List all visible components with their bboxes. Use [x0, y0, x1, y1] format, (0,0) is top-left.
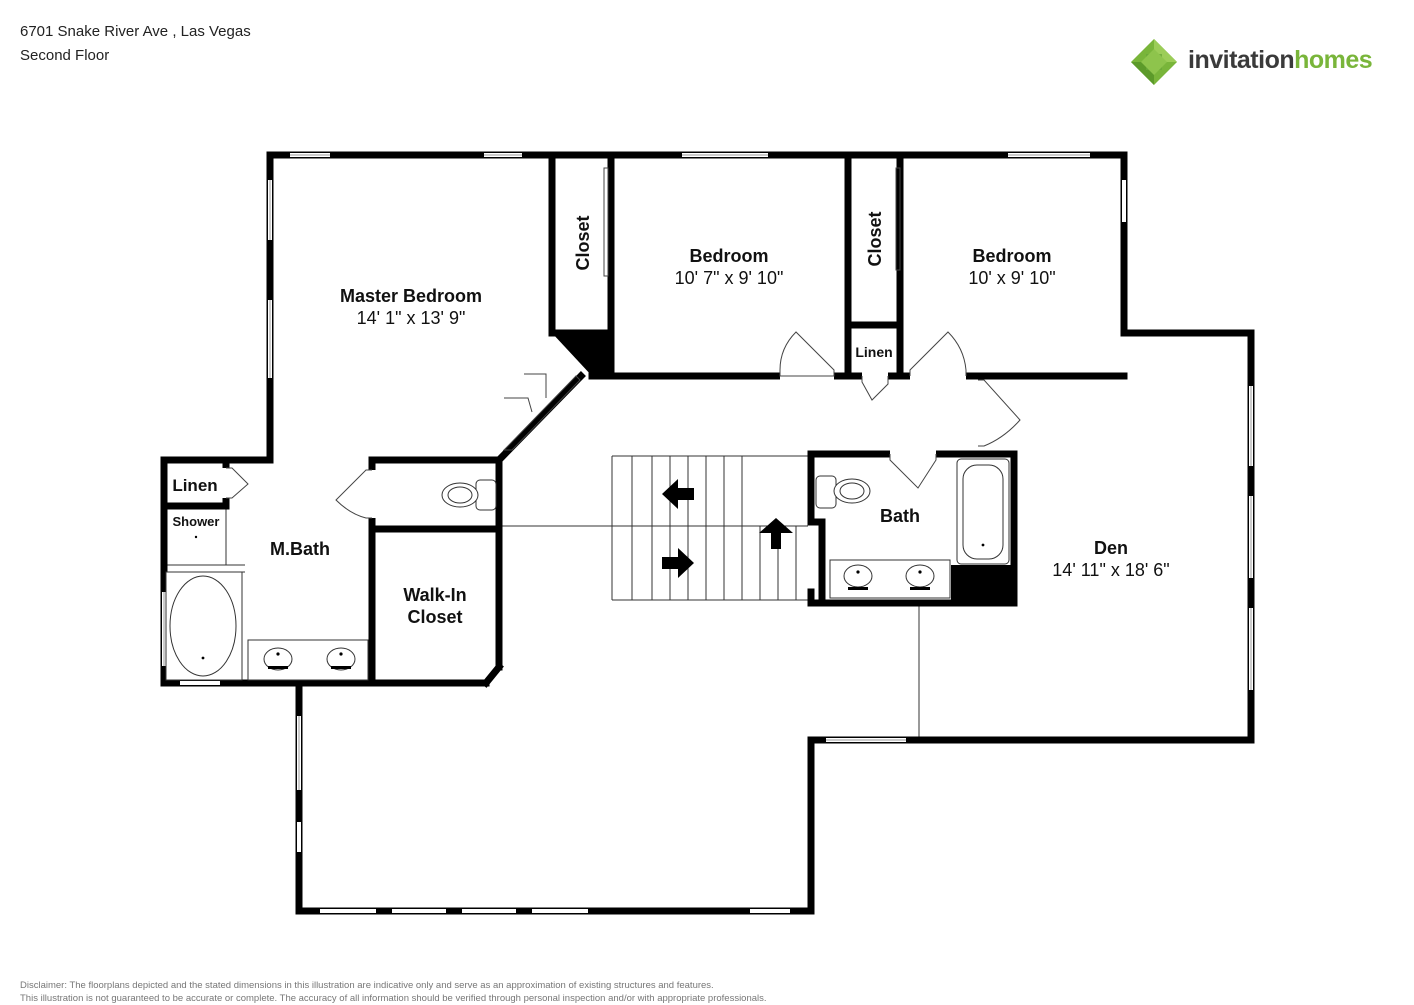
- sink-icon: [326, 647, 356, 671]
- closet-1-label: Closet: [573, 215, 593, 270]
- walkin-closet-label-2: Closet: [407, 607, 462, 627]
- logo-mark-icon: [1131, 39, 1177, 85]
- arrow-up-icon: [759, 518, 793, 549]
- arrow-right-icon: [662, 548, 694, 578]
- property-address: 6701 Snake River Ave , Las Vegas: [20, 23, 251, 40]
- toilet-tank-icon: [815, 475, 837, 509]
- linen-upper-label: Linen: [855, 344, 892, 360]
- bedroom-1-size: 10' 7" x 9' 10": [675, 268, 784, 288]
- toilet-tank-icon: [475, 479, 497, 511]
- sink-icon: [843, 564, 873, 588]
- den-label: Den: [1094, 538, 1128, 558]
- bedroom-2-label: Bedroom: [972, 246, 1051, 266]
- wall-block: [552, 333, 611, 376]
- logo-wordmark: invitationhomes: [1188, 46, 1373, 75]
- door-swings: [226, 167, 1021, 519]
- bedroom-2-size: 10' x 9' 10": [968, 268, 1055, 288]
- closet-2-label: Closet: [865, 211, 885, 266]
- company-logo: invitationhomes: [1128, 36, 1388, 92]
- linen-left-label: Linen: [172, 476, 217, 495]
- room-labels: Master Bedroom 14' 1" x 13' 9" Bedroom 1…: [172, 211, 1169, 627]
- master-bedroom-size: 14' 1" x 13' 9": [357, 308, 466, 328]
- walkin-closet-label-1: Walk-In: [403, 585, 466, 605]
- logo-word-2: homes: [1294, 46, 1373, 74]
- disclaimer: Disclaimer: The floorplans depicted and …: [20, 979, 1400, 1005]
- fixtures: [165, 458, 1010, 681]
- den-size: 14' 11" x 18' 6": [1052, 560, 1169, 580]
- bedroom-1-label: Bedroom: [689, 246, 768, 266]
- sink-icon: [905, 564, 935, 588]
- master-bedroom-label: Master Bedroom: [340, 286, 482, 306]
- stair-arrows: [662, 479, 793, 578]
- window-panes: [163, 154, 1252, 790]
- disclaimer-line-1: Disclaimer: The floorplans depicted and …: [20, 980, 714, 991]
- floor-label: Second Floor: [20, 47, 110, 64]
- wall-block: [951, 565, 1014, 603]
- fixture-dots: [194, 535, 985, 669]
- logo-word-1: invitation: [1188, 46, 1295, 74]
- sink-icon: [263, 647, 293, 671]
- arrow-left-icon: [662, 479, 694, 509]
- mbath-label: M.Bath: [270, 539, 330, 559]
- disclaimer-line-2: This illustration is not guaranteed to b…: [20, 993, 767, 1004]
- bath-label: Bath: [880, 506, 920, 526]
- shower-label: Shower: [173, 514, 220, 529]
